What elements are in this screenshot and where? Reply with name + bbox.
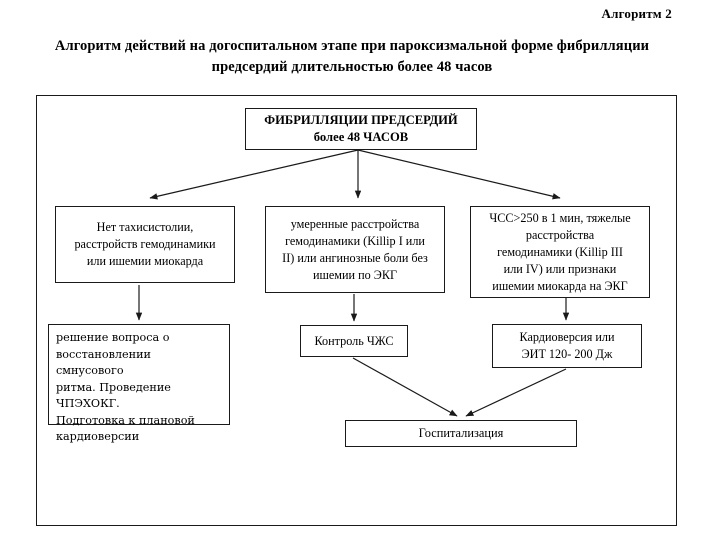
node-branch-mid-line-2: гемодинамики (Killip I или (285, 233, 425, 248)
node-final-label: Госпитализация (418, 426, 504, 440)
node-fibrillation-root[interactable]: ФИБРИЛЛЯЦИИ ПРЕДСЕРДИЙ более 48 ЧАСОВ (245, 108, 477, 150)
node-action-right-line-1: Кардиоверсия или (519, 330, 615, 344)
node-branch-moderate-disorders[interactable]: умеренные расстройства гемодинамики (Kil… (265, 206, 445, 293)
node-action-left-line-2: восстановлении смнусового (56, 347, 152, 378)
node-branch-mid-line-3: II) или ангинозные боли без (282, 250, 428, 265)
node-action-left-line-1: решение вопроса о (56, 331, 170, 344)
node-branch-right-line-2: расстройства (525, 227, 595, 242)
node-branch-right-line-1: ЧСС>250 в 1 мин, тяжелые (489, 210, 631, 225)
node-action-left-line-6: кардиоверсии (56, 430, 140, 443)
node-action-left-line-4: ЧПЭХОКГ. (56, 397, 120, 410)
node-branch-right-line-5: ишемии миокарда на ЭКГ (492, 278, 628, 293)
page-title: Алгоритм действий на догоспитальном этап… (28, 36, 676, 78)
node-action-cardioversion[interactable]: Кардиоверсия или ЭИТ 120- 200 Дж (492, 324, 642, 368)
node-branch-mid-line-4: ишемии по ЭКГ (312, 267, 397, 282)
algorithm-label: Алгоритм 2 (601, 6, 672, 21)
node-branch-right-line-4: или IV) или признаки (503, 261, 617, 276)
node-action-mid-line-1: Контроль ЧЖС (314, 333, 394, 348)
page-title-line-1: Алгоритм действий на догоспитальном этап… (54, 38, 650, 54)
node-branch-left-line-3: или ишемии миокарда (86, 254, 204, 268)
node-action-left-line-5: Подготовка к плановой (56, 413, 195, 427)
node-action-right-line-2: ЭИТ 120- 200 Дж (521, 347, 613, 361)
node-action-rhythm-restoration[interactable]: решение вопроса о восстановлении смнусов… (48, 324, 230, 443)
node-hospitalization[interactable]: Госпитализация (345, 420, 577, 447)
page-title-line-2: предсердий длительностью более 48 часов (211, 59, 493, 75)
node-action-rate-control[interactable]: Контроль ЧЖС (300, 325, 408, 357)
node-branch-right-line-3: гемодинамики (Killip III (497, 244, 623, 259)
node-action-left-line-3: ритма. Проведение (56, 380, 171, 394)
node-root-line-2: более 48 ЧАСОВ (313, 130, 409, 144)
flowchart-frame (36, 95, 677, 526)
node-branch-mid-line-1: умеренные расстройства (290, 216, 420, 231)
node-branch-left-line-2: расстройств гемодинамики (74, 237, 216, 251)
node-root-line-1: ФИБРИЛЛЯЦИИ ПРЕДСЕРДИЙ (264, 113, 458, 127)
node-branch-left-line-1: Нет тахисистолии, (96, 220, 194, 234)
node-branch-no-tachysystole[interactable]: Нет тахисистолии, расстройств гемодинами… (55, 206, 235, 283)
node-branch-severe-disorders[interactable]: ЧСС>250 в 1 мин, тяжелые расстройства ге… (470, 206, 650, 298)
